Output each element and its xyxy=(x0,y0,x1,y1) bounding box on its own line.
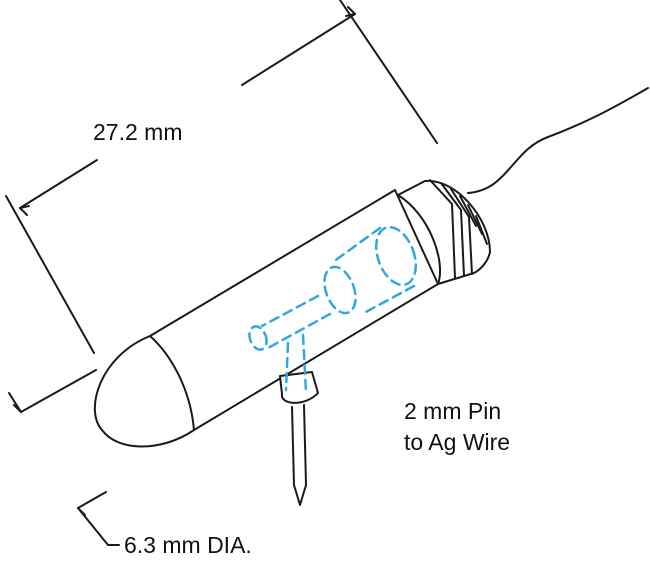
length-dimension xyxy=(5,0,438,354)
length-label: 27.2 mm xyxy=(93,119,183,145)
diameter-dimension xyxy=(8,369,120,546)
pin xyxy=(279,371,319,506)
screw-cap xyxy=(397,179,491,285)
electrode-body xyxy=(93,189,439,448)
tip-seam xyxy=(149,335,195,431)
lead-wire xyxy=(467,87,649,194)
pin-label-line2: to Ag Wire xyxy=(404,429,511,455)
pin-label-line1: 2 mm Pin xyxy=(404,398,502,424)
diameter-label: 6.3 mm DIA. xyxy=(124,532,252,558)
hidden-lines xyxy=(248,225,418,394)
